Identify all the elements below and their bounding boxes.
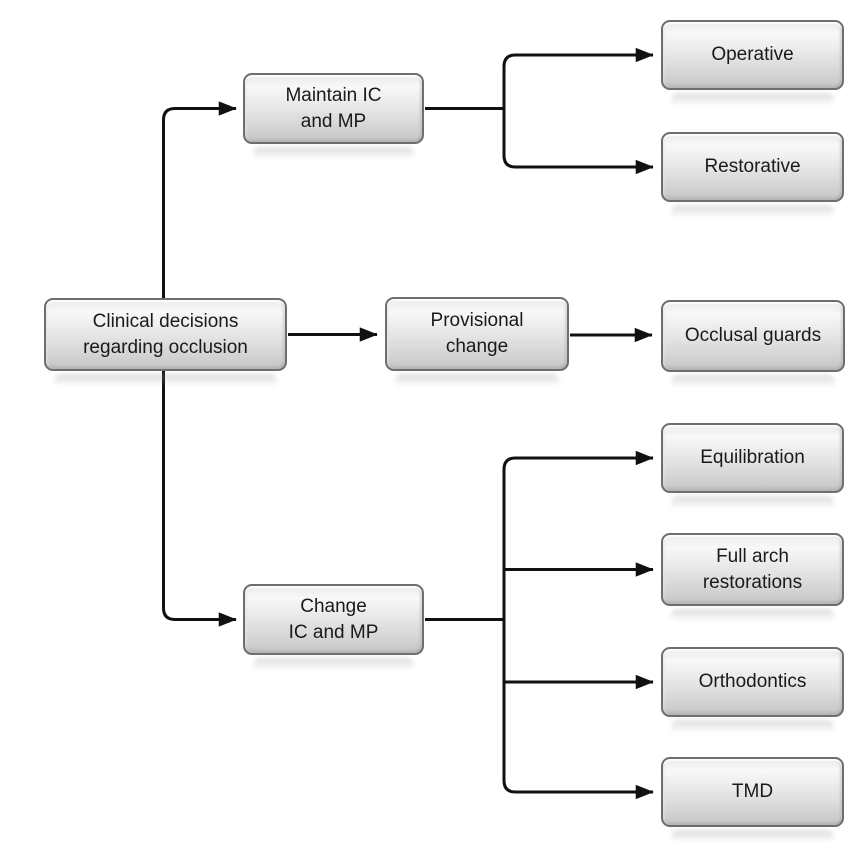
node-label-line: Operative	[711, 44, 794, 65]
node-restorative: Restorative	[661, 132, 844, 202]
connector-root-to-change	[162, 370, 237, 627]
node-orthodontics: Orthodontics	[661, 647, 844, 717]
node-operative: Operative	[661, 20, 844, 90]
node-full-arch-restorations: Full arch restorations	[661, 533, 844, 606]
node-label-line: change	[445, 336, 509, 357]
connector-maintain-to-operative	[502, 47, 654, 109]
connector-change-to-tmd	[502, 619, 654, 800]
node-clinical-decisions: Clinical decisions regarding occlusion	[44, 298, 287, 371]
node-tmd: TMD	[661, 757, 844, 827]
node-occlusal-guards: Occlusal guards	[661, 300, 845, 372]
node-label-line: Restorative	[704, 156, 801, 177]
node-label-line: Occlusal guards	[684, 325, 822, 346]
node-label-line: TMD	[731, 781, 774, 802]
node-label-line: regarding occlusion	[83, 336, 248, 358]
connector-root-to-maintain	[162, 101, 237, 299]
node-label-line: IC and MP	[288, 621, 379, 643]
node-label-line: Change	[300, 595, 367, 617]
node-label-line: Maintain IC	[285, 84, 382, 106]
connector-change-to-equilibration	[502, 450, 654, 620]
node-provisional-change: Provisional change	[385, 297, 569, 371]
node-change-ic-mp: Change IC and MP	[243, 584, 424, 655]
node-equilibration: Equilibration	[661, 423, 844, 493]
node-label-line: and MP	[300, 110, 367, 132]
connector-maintain-to-restorative	[502, 108, 654, 175]
node-label-line: Full arch	[716, 545, 789, 567]
node-label-line: Provisional	[430, 310, 524, 331]
node-label-line: restorations	[702, 571, 803, 593]
node-label-line: Clinical decisions	[92, 310, 239, 332]
node-label-line: Orthodontics	[698, 671, 807, 692]
node-maintain-ic-mp: Maintain IC and MP	[243, 73, 424, 144]
node-label-line: Equilibration	[700, 447, 805, 468]
